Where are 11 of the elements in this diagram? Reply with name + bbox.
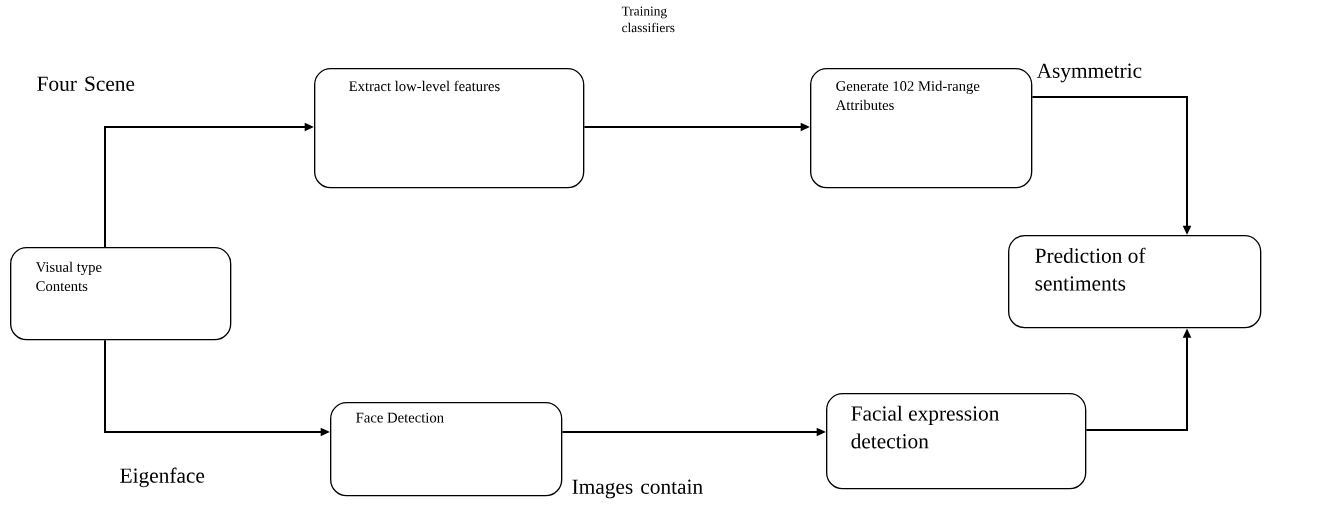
edge-label: Asymmetric bbox=[1036, 63, 1142, 83]
process-box: Generate 102 Mid-range Attributes bbox=[810, 68, 1033, 189]
process-box: Visual type Contents bbox=[10, 247, 232, 341]
process-box: Extract low-level features bbox=[314, 68, 585, 189]
process-box: Prediction of sentiments bbox=[1008, 235, 1262, 329]
edge-label: Eigenface bbox=[120, 467, 205, 488]
edge-label: Four Scene bbox=[37, 76, 135, 91]
edge-label: Images contain bbox=[572, 479, 703, 499]
process-box: Face Detection bbox=[330, 402, 563, 497]
note-label: Training classifiers bbox=[621, 6, 675, 33]
process-box: Facial expression detection bbox=[826, 393, 1087, 490]
